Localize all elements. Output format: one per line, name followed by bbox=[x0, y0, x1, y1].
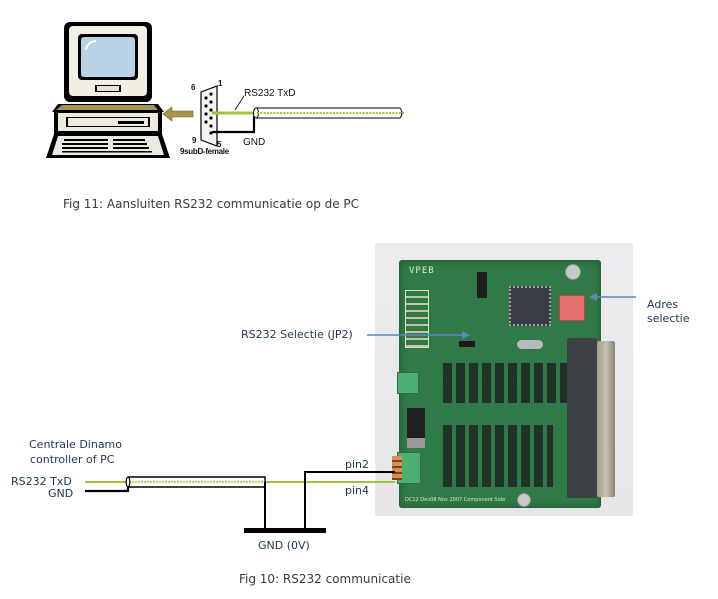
fig10-txd-label: RS232 TxD bbox=[11, 475, 72, 488]
board-photo: VPEB DC12 Dev08 Nov 2007 Component Side bbox=[375, 243, 633, 516]
ground-label: GND (0V) bbox=[258, 539, 310, 552]
address-callout-line2: selectie bbox=[647, 312, 690, 325]
terminal-screws bbox=[392, 456, 402, 480]
terminal-block-rs232 bbox=[392, 452, 421, 484]
jumper-jp2 bbox=[459, 341, 475, 347]
address-dip-switch bbox=[559, 295, 585, 321]
mounting-hole bbox=[565, 264, 581, 280]
microcontroller-chip bbox=[509, 286, 551, 326]
fig11-caption: Fig 11: Aansluiten RS232 communicatie op… bbox=[63, 197, 360, 211]
fig10-caption: Fig 10: RS232 communicatie bbox=[239, 572, 411, 586]
fig11-txd-wire bbox=[212, 95, 256, 115]
source-label-line2: controller of PC bbox=[30, 453, 115, 466]
fig11-txd-label: RS232 TxD bbox=[244, 88, 296, 99]
pin2-label: pin2 bbox=[345, 458, 370, 471]
fig10-gnd-label: GND bbox=[48, 487, 74, 500]
pin-label-9: 9 bbox=[192, 136, 197, 145]
voltage-regulator bbox=[407, 408, 425, 448]
arrow-left-icon bbox=[162, 106, 194, 122]
connector-type-label: 9subD-female bbox=[180, 147, 229, 156]
pad-column bbox=[405, 290, 429, 348]
db9-connector-icon bbox=[200, 85, 218, 147]
pcb-footer: DC12 Dev08 Nov 2007 Component Side bbox=[405, 497, 506, 503]
fig11-shielded-cable bbox=[253, 107, 404, 119]
source-label-line1: Centrale Dinamo bbox=[29, 438, 123, 451]
pin-header bbox=[477, 272, 487, 298]
pin-label-5: 5 bbox=[217, 140, 222, 149]
jp2-callout-label: RS232 Selectie (JP2) bbox=[241, 328, 353, 341]
computer-icon bbox=[46, 22, 170, 158]
db37-connector bbox=[567, 338, 597, 498]
crystal bbox=[517, 340, 543, 349]
pcb-title: VPEB bbox=[409, 266, 435, 276]
terminal-block-power bbox=[397, 372, 419, 394]
pin-label-6: 6 bbox=[191, 83, 196, 92]
db37-shell bbox=[597, 341, 615, 497]
ic-sockets-upper bbox=[443, 363, 583, 403]
pin-label-1: 1 bbox=[218, 79, 223, 88]
fig11-gnd-label: GND bbox=[243, 137, 266, 148]
address-callout-line1: Adres bbox=[647, 298, 679, 311]
fig11-gnd-wire bbox=[212, 116, 256, 134]
mounting-hole bbox=[517, 493, 531, 507]
ic-sockets-lower bbox=[443, 425, 553, 487]
pin4-label: pin4 bbox=[345, 484, 370, 497]
